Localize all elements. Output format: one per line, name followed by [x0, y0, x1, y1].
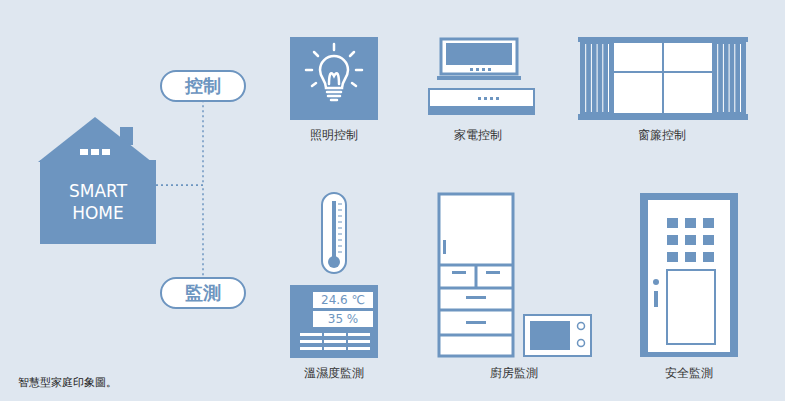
category-pill: 控制	[160, 70, 246, 102]
kitchen-icon	[439, 194, 591, 356]
icon-caption: 安全監測	[665, 366, 713, 382]
door-icon	[640, 193, 738, 357]
curtain-icon	[578, 37, 748, 120]
icon-caption: 溫濕度監測	[304, 366, 364, 382]
house-body: SMART HOME	[40, 160, 156, 244]
node-text: 監測	[185, 282, 221, 304]
thermo-icon	[290, 193, 378, 358]
figure-caption: 智慧型家庭印象圖。	[18, 375, 117, 390]
display-reading: 35 %	[328, 311, 359, 327]
display-reading: 24.6 ℃	[321, 292, 365, 308]
icon-caption: 廚房監測	[490, 366, 538, 382]
icon-caption: 照明控制	[310, 128, 358, 144]
appliance-icon	[429, 39, 534, 114]
category-pill: 監測	[160, 277, 246, 309]
icon-caption: 家電控制	[454, 128, 502, 144]
dotted-connector	[156, 102, 203, 185]
house-roof	[38, 117, 152, 162]
icon-caption: 窗簾控制	[638, 128, 686, 144]
light-icon	[290, 37, 378, 120]
dotted-connector	[156, 185, 203, 277]
node-text: 控制	[185, 75, 221, 97]
node-text: SMART HOME	[53, 180, 143, 224]
